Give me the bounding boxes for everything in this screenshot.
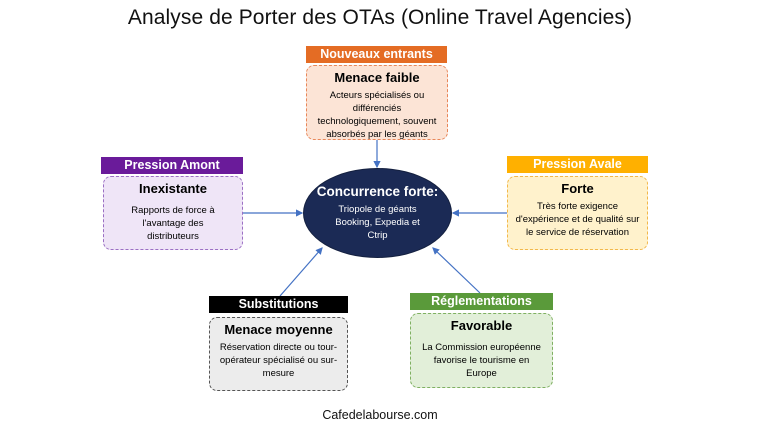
box-nouveaux-entrants: Menace faible Acteurs spécialisés ou dif… <box>306 65 448 140</box>
arrow-bottom-right <box>432 247 481 294</box>
box-reglementations: Favorable La Commission européenne favor… <box>410 313 553 388</box>
desc-substitutions: Réservation directe ou tour- opérateur s… <box>219 342 338 379</box>
box-pression-avale: Forte Très forte exigence d'expérience e… <box>507 176 648 250</box>
desc-nouveaux-entrants: Acteurs spécialisés ou différenciés tech… <box>317 90 437 140</box>
diagram-title: Analyse de Porter des OTAs (Online Trave… <box>127 6 633 29</box>
header-pression-avale: Pression Avale <box>507 156 648 173</box>
heading-pression-avale: Forte <box>561 181 594 196</box>
header-reglementations: Réglementations <box>410 293 553 310</box>
desc-pression-avale: Très forte exigence d'expérience et de q… <box>515 201 640 238</box>
header-nouveaux-entrants: Nouveaux entrants <box>306 46 447 63</box>
heading-nouveaux-entrants: Menace faible <box>334 70 420 85</box>
center-desc: Triopole de géants Booking, Expedia et C… <box>335 204 420 241</box>
center-concurrence: Concurrence forte: Triopole de géants Bo… <box>303 168 452 258</box>
center-heading: Concurrence forte: <box>316 184 439 199</box>
header-substitutions: Substitutions <box>209 296 348 313</box>
desc-reglementations: La Commission européenne favorise le tou… <box>422 342 541 379</box>
arrow-bottom-left <box>279 247 323 297</box>
header-pression-amont: Pression Amont <box>101 157 243 174</box>
box-substitutions: Menace moyenne Réservation directe ou to… <box>209 317 348 391</box>
desc-pression-amont: Rapports de force à l'avantage des distr… <box>131 205 215 242</box>
heading-substitutions: Menace moyenne <box>224 322 333 337</box>
box-pression-amont: Inexistante Rapports de force à l'avanta… <box>103 176 243 250</box>
heading-reglementations: Favorable <box>450 318 513 333</box>
source-footer: Cafedelabourse.com <box>322 408 438 422</box>
heading-pression-amont: Inexistante <box>139 181 207 196</box>
